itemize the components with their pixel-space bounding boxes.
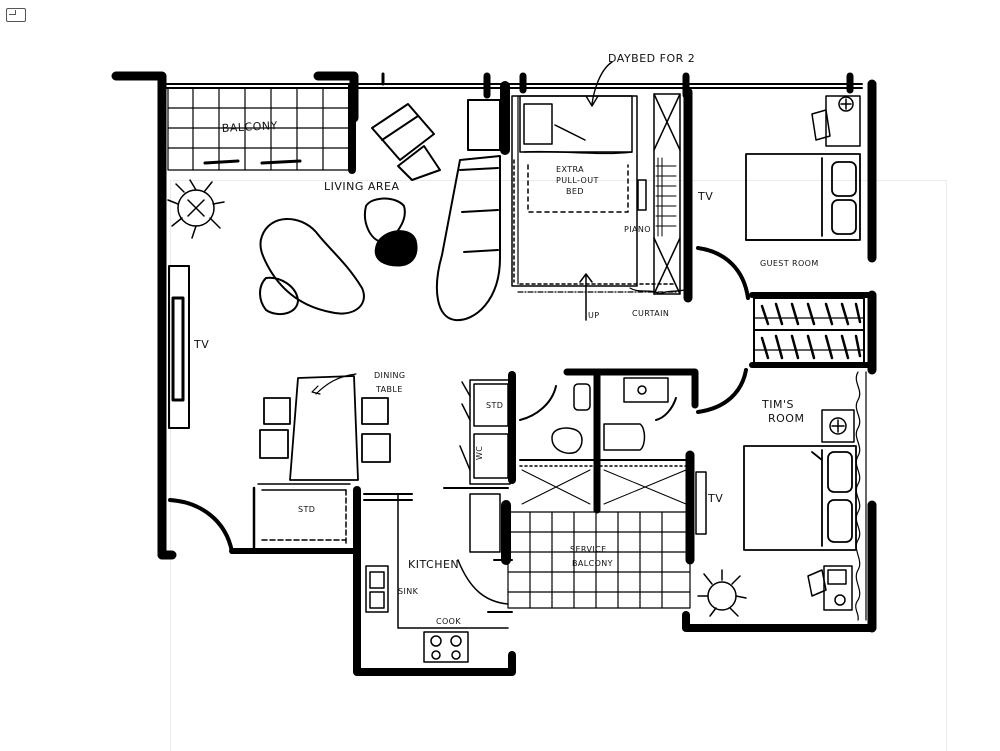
label-daybed: DAYBED FOR 2 <box>608 52 695 65</box>
label-cook: COOK <box>436 617 461 626</box>
label-service-1: SERVICE <box>570 545 607 554</box>
guest-door <box>696 246 750 300</box>
label-dining-1: DINING <box>374 371 405 380</box>
label-balcony: BALCONY <box>221 119 278 135</box>
guest-side-table <box>811 95 861 147</box>
tv-right <box>695 471 707 535</box>
sketch-view-icon[interactable] <box>6 8 26 22</box>
dining-store <box>252 483 351 550</box>
coffee-table <box>259 197 406 316</box>
guest-bed <box>745 153 861 241</box>
plant-tims <box>697 569 747 617</box>
kitchen-counter <box>363 493 513 663</box>
ottoman <box>374 230 418 267</box>
kitchen-store <box>443 379 511 553</box>
bathroom <box>519 377 691 505</box>
dining-door <box>168 498 234 554</box>
tims-side-table <box>807 409 855 611</box>
wardrobe-extra <box>653 93 681 295</box>
label-tv-top: TV <box>697 190 713 203</box>
tims-door <box>696 368 748 414</box>
annotation-leaders <box>517 61 613 285</box>
tims-curtain <box>855 371 867 621</box>
tims-bed <box>743 445 857 551</box>
label-up: UP <box>588 311 599 320</box>
plant-living <box>167 179 225 239</box>
label-tims-1: TIM'S <box>761 398 794 411</box>
label-std-kitchen: STD <box>486 401 503 410</box>
label-toilet: WC <box>475 446 484 460</box>
armchair <box>371 103 441 181</box>
label-curtain: CURTAIN <box>632 309 669 318</box>
extra-bed-room <box>511 95 685 321</box>
label-sink: SINK <box>398 587 419 596</box>
label-tims-2: ROOM <box>768 412 804 425</box>
balcony-tiles <box>167 87 351 171</box>
top-wall-thin <box>159 72 863 89</box>
label-extra-2: PULL-OUT <box>556 176 599 185</box>
label-tv-right: TV <box>707 492 723 505</box>
label-tv-left: TV <box>193 338 209 351</box>
label-extra-1: EXTRA <box>556 165 584 174</box>
paper-sheet <box>170 180 947 751</box>
label-dining-2: TABLE <box>375 385 403 394</box>
daybed-sofa <box>435 99 501 322</box>
label-std-dining: STD <box>298 505 315 514</box>
plan-labels: DAYBED FOR 2 BALCONY LIVING AREA EXTRA P… <box>193 52 819 626</box>
exterior-walls <box>111 71 877 676</box>
wardrobe-guest <box>753 297 865 365</box>
label-living-area: LIVING AREA <box>324 180 400 193</box>
tv-left <box>168 265 190 429</box>
label-kitchen: KITCHEN <box>408 558 459 571</box>
label-guest-room: GUEST ROOM <box>760 259 819 268</box>
label-service-2: BALCONY <box>572 559 613 568</box>
label-piano: PIANO <box>624 225 651 234</box>
dining-set <box>259 373 391 481</box>
label-extra-3: BED <box>566 187 584 196</box>
